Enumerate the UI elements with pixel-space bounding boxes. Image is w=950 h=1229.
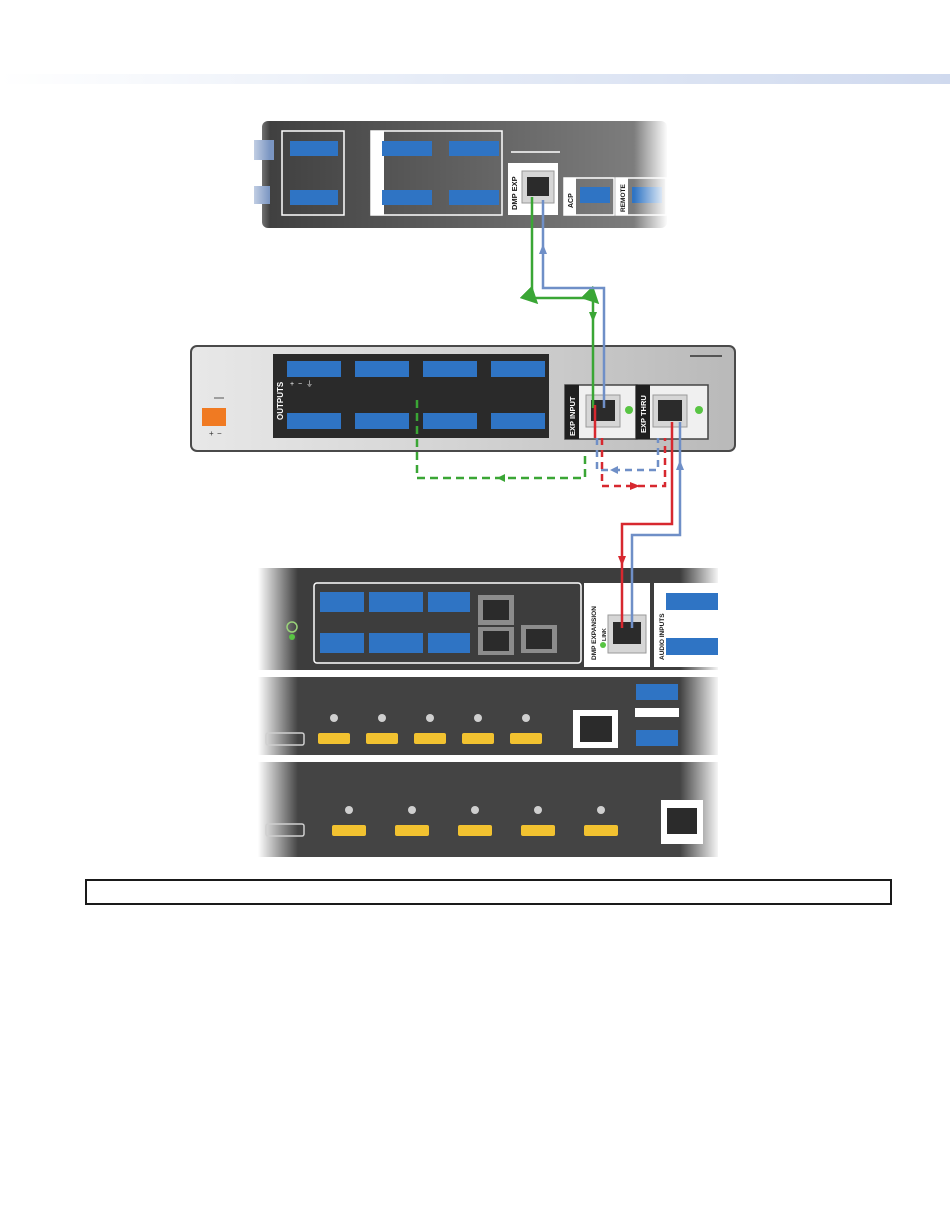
top-device-panel: OUTPUTS DMP EXP ACP REMOTE [240, 121, 668, 228]
ethernet-port-icon [580, 716, 612, 742]
power-connector [202, 408, 226, 426]
outputs-label-middle: OUTPUTS [276, 381, 285, 420]
acp-label: ACP [568, 193, 575, 208]
dmp-expansion-connection-diagram: OUTPUTS DMP EXP ACP REMOTE [0, 0, 950, 880]
middle-device-panel: + − OUTPUTS + − ⏚ EXP INPUT EXP THRU [191, 346, 735, 451]
exp-input-label: EXP INPUT [568, 396, 577, 436]
terminal-ground-mark: ⏚ [306, 380, 313, 388]
link-led [600, 642, 606, 648]
audio-inputs-label: AUDIO INPUTS [659, 613, 666, 660]
audio-input-terminal [666, 638, 718, 655]
link-label: LINK [602, 628, 608, 641]
acp-terminal [580, 187, 610, 203]
dmp-exp-label: DMP EXP [510, 176, 519, 210]
terminal-block [636, 730, 678, 746]
ethernet-port-icon [667, 808, 697, 834]
power-plus: + [209, 429, 214, 438]
exp-thru-led [695, 406, 703, 414]
dmp-expansion-label: DMP EXPANSION [591, 606, 598, 660]
power-minus: − [217, 429, 222, 438]
remote-label: REMOTE [620, 184, 627, 212]
audio-input-terminal [666, 593, 718, 610]
bottom-device-panel: DMP EXPANSION LINK AUDIO INPUTS [258, 568, 720, 858]
terminal-block [636, 684, 678, 700]
terminal-plus-mark: + [290, 381, 294, 388]
outputs-label-top: OUTPUTS [373, 153, 382, 192]
status-led [289, 634, 295, 640]
dmp-expansion-port-icon [613, 622, 641, 644]
terminal-minus-mark: − [298, 381, 302, 388]
exp-thru-port-icon [658, 400, 682, 421]
exp-thru-label: EXP THRU [639, 395, 648, 433]
ethernet-port-icon [527, 177, 549, 196]
caption-box [85, 879, 892, 905]
exp-input-led [625, 406, 633, 414]
